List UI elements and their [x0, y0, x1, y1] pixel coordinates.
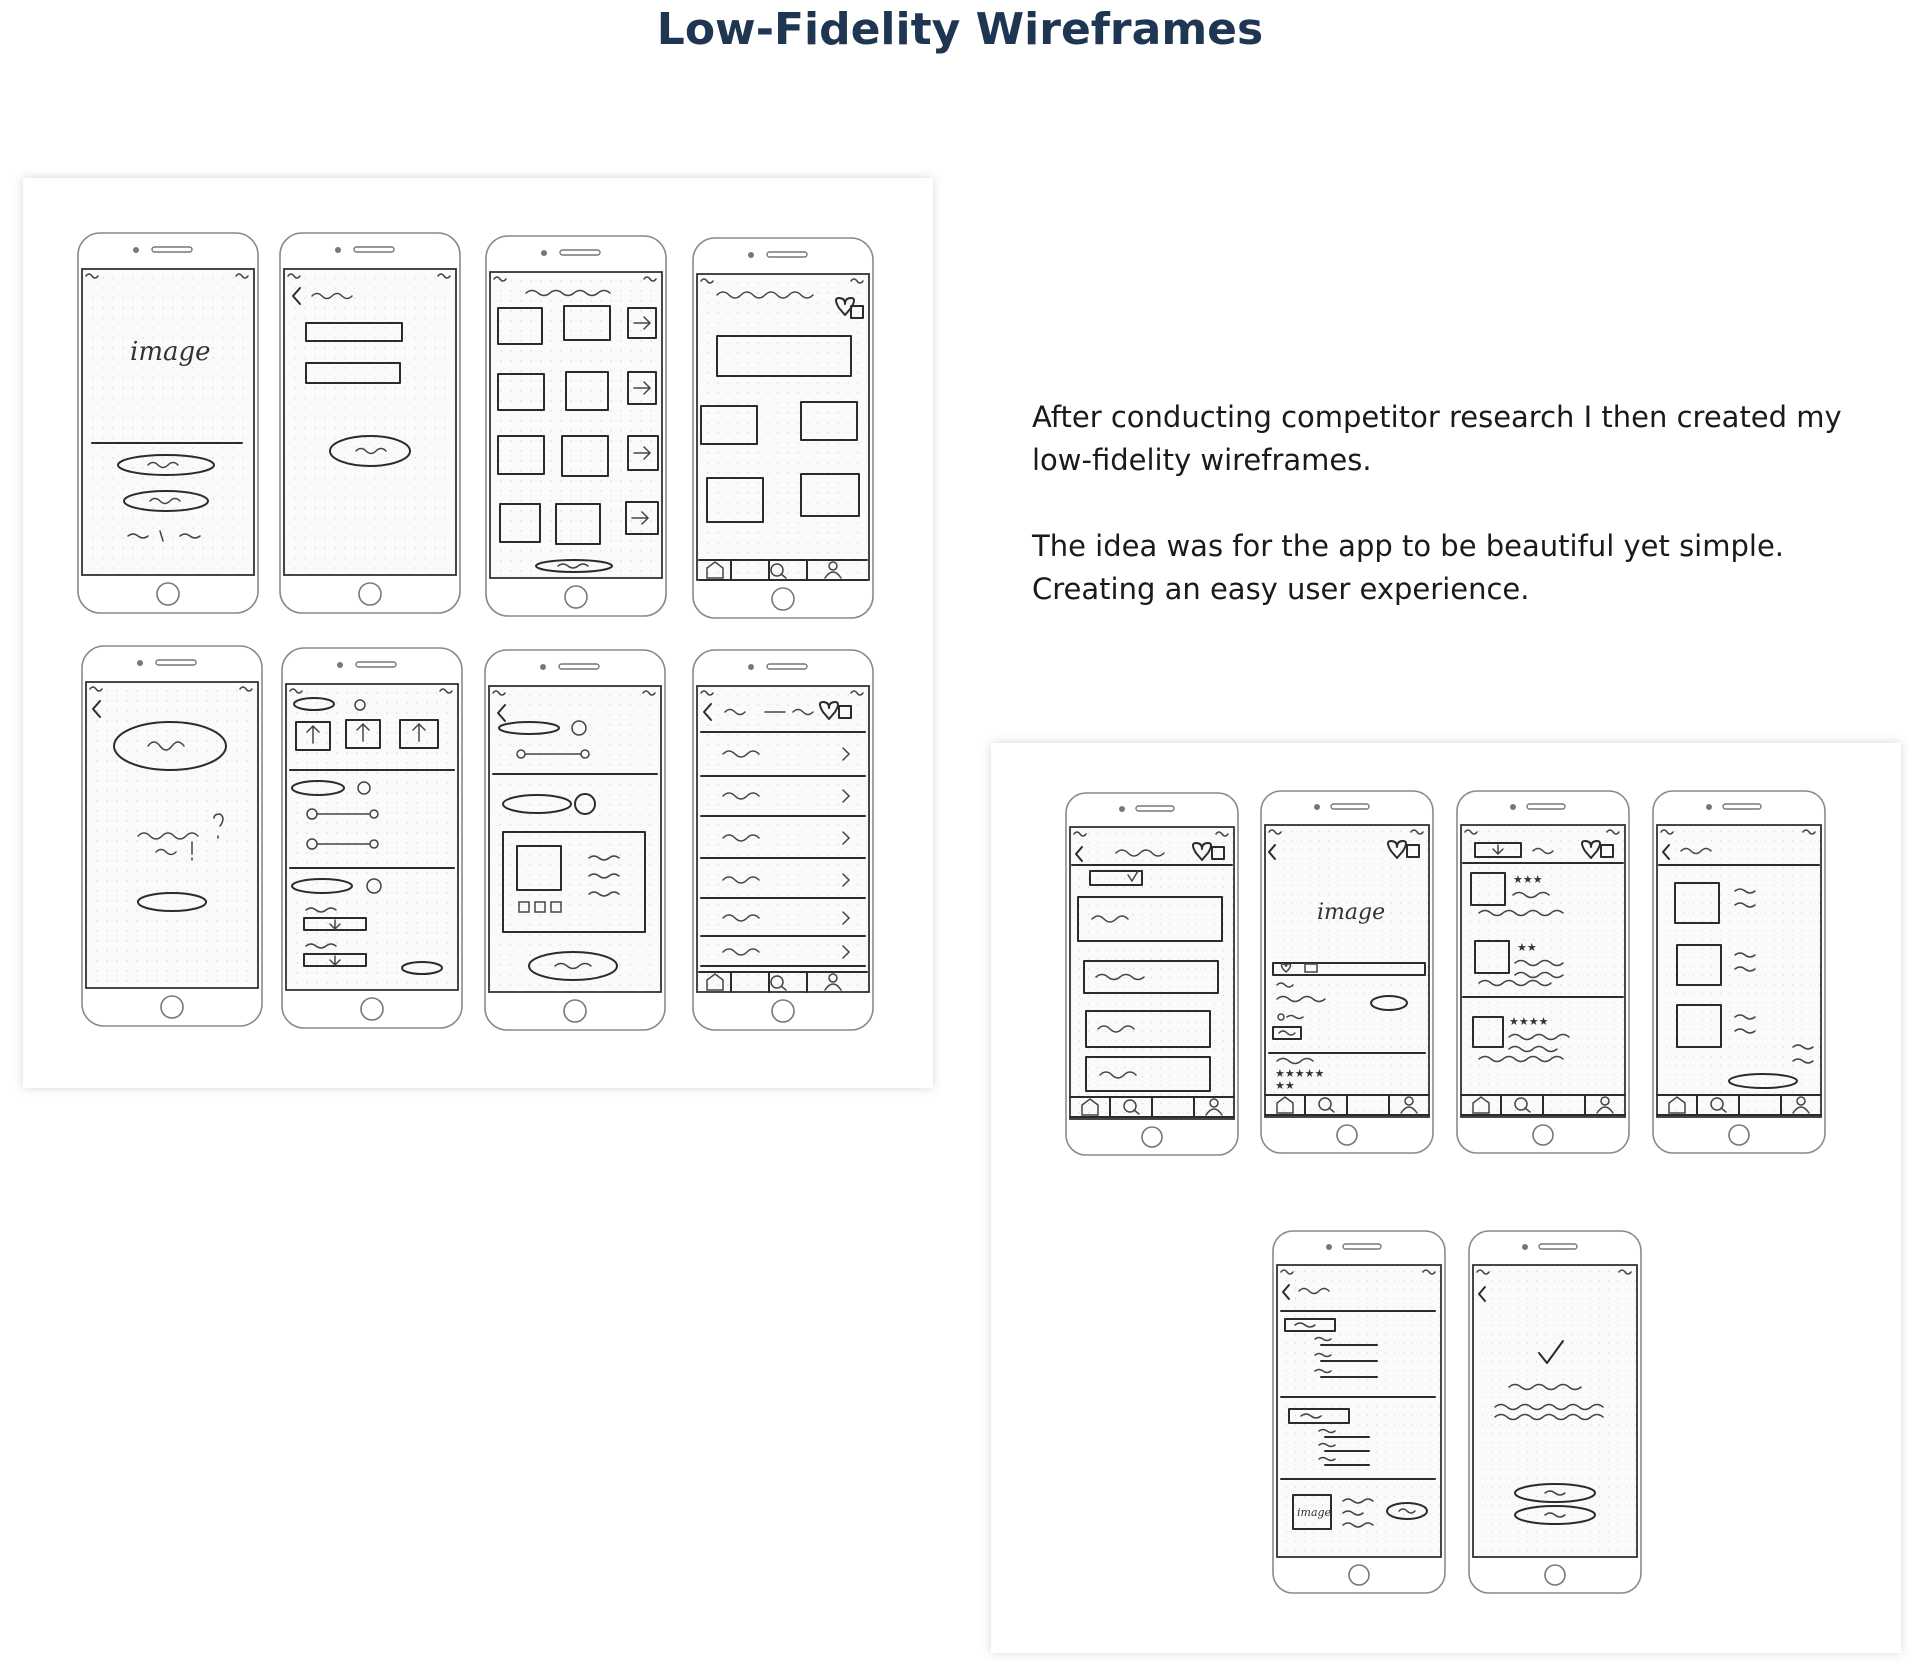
sketch-label-image-checkout: image: [1297, 1506, 1332, 1519]
wireframe-sketches-panel-left: image: [23, 178, 933, 1088]
wireframe-home-feed: [692, 237, 874, 619]
wireframe-sketches-left-svg: image: [77, 232, 874, 1031]
wireframe-checkout: image: [1272, 1230, 1446, 1594]
wireframe-reviews: ★★★ ★★ ★★★★: [1456, 790, 1630, 1154]
sketch-label-image-detail: image: [1317, 900, 1385, 925]
svg-text:★★★: ★★★: [1513, 873, 1543, 886]
wireframe-cart: [1652, 790, 1826, 1154]
svg-text:★★★★: ★★★★: [1509, 1015, 1549, 1028]
description-text: After conducting competitor research I t…: [1032, 396, 1892, 654]
description-paragraph-1: After conducting competitor research I t…: [1032, 400, 1842, 477]
wireframe-products-list: [1065, 792, 1239, 1156]
svg-text:★★: ★★: [1517, 941, 1537, 954]
page-title: Low-Fidelity Wireframes: [656, 4, 1264, 55]
wireframe-order-confirmation: [1468, 1230, 1642, 1594]
wireframe-sketches-panel-right: image ★★★★★ ★★ ★★★: [991, 743, 1901, 1653]
wireframe-category-grid: [485, 235, 667, 617]
wireframe-preferences: [281, 647, 463, 1029]
svg-text:★★★★★: ★★★★★: [1275, 1067, 1324, 1080]
wireframe-login: [279, 232, 461, 614]
svg-text:★★: ★★: [1275, 1079, 1295, 1092]
wireframe-splash: image: [77, 232, 259, 614]
wireframe-product-detail: image ★★★★★ ★★: [1260, 790, 1434, 1154]
wireframe-menu-list: [692, 649, 874, 1031]
wireframe-sketches-right-svg: image ★★★★★ ★★ ★★★: [1065, 790, 1826, 1594]
wireframe-quiz: [484, 649, 666, 1031]
description-paragraph-2: The idea was for the app to be beautiful…: [1032, 529, 1785, 606]
sketch-label-image: image: [130, 337, 211, 367]
wireframe-error: [81, 645, 263, 1027]
